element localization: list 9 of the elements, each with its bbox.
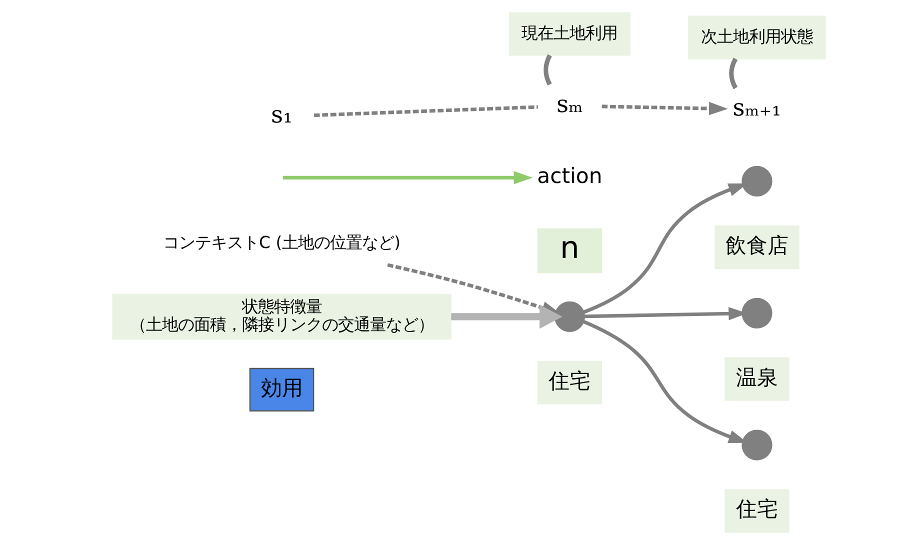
node-label: 住宅	[548, 368, 590, 393]
node-text: sₘ₊₁	[732, 93, 781, 122]
node-label: 温泉	[735, 364, 778, 390]
node-text: コンテキストC (土地の位置など)	[162, 233, 400, 252]
node-label: 飲食店	[724, 232, 788, 258]
node-text: action	[536, 162, 602, 188]
node-text: s₁	[270, 100, 292, 128]
node-label: 住宅	[735, 496, 778, 522]
node-text: sₘ	[556, 90, 582, 118]
